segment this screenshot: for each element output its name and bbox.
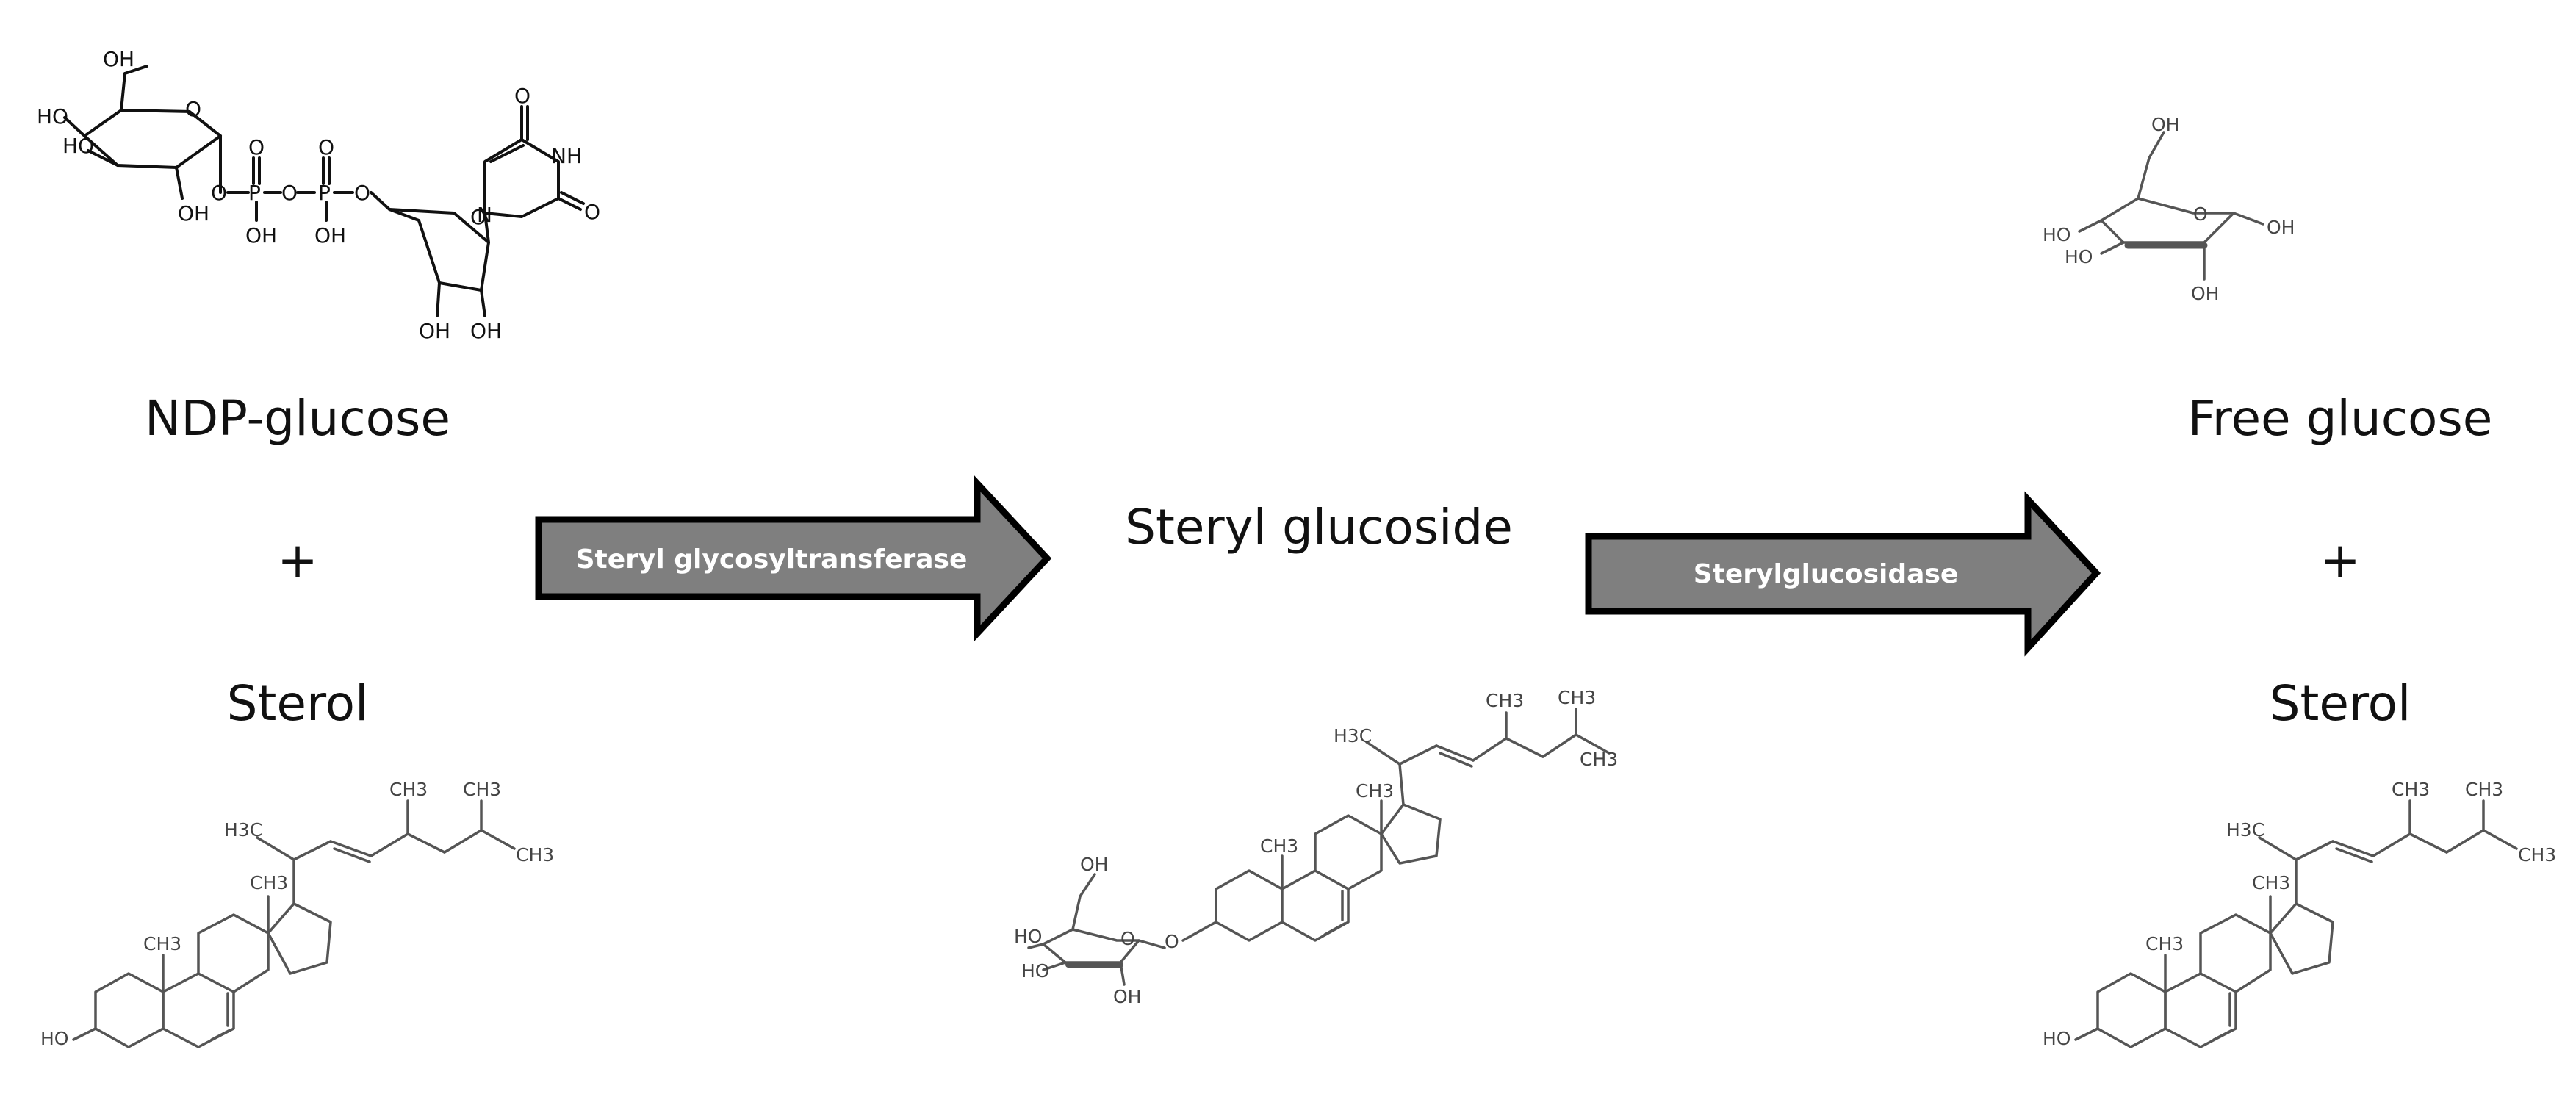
- atom-h3c-label: H3C: [1334, 725, 1372, 746]
- atom-ch3-label: CH3: [2145, 933, 2184, 954]
- atom-ch3-label: CH3: [463, 779, 501, 800]
- atom-oh-label: OH: [2267, 217, 2295, 238]
- atom-ch3-label: CH3: [389, 779, 428, 800]
- atom-o-label: O: [470, 205, 486, 229]
- atom-o-label: O: [1165, 931, 1179, 952]
- atom-o-label: O: [584, 200, 600, 224]
- atom-ch3-label: CH3: [516, 844, 554, 866]
- atom-ch3-label: CH3: [250, 872, 288, 893]
- atom-o-label: O: [318, 135, 334, 159]
- atom-ch3-label: CH3: [1356, 780, 1394, 802]
- atom-ho-label: HO: [2065, 246, 2093, 267]
- atom-oh-label: OH: [2191, 283, 2219, 304]
- atom-o-label: O: [2193, 204, 2208, 225]
- sterol-structure-right: HO CH3 CH3 H3C CH3 CH3 CH3: [2043, 779, 2556, 1049]
- plus-sign-right: +: [2320, 532, 2360, 589]
- atom-oh-label: OH: [1080, 854, 1108, 875]
- atom-ch3-label: CH3: [2392, 779, 2430, 800]
- arrow-sterylglucosidase: Sterylglucosidase: [1585, 491, 2101, 657]
- atom-ch3-label: CH3: [1558, 687, 1596, 708]
- atom-oh-label: OH: [470, 319, 502, 343]
- atom-h3c-label: H3C: [2226, 819, 2264, 841]
- atom-o-label: O: [211, 181, 227, 205]
- atom-ho-label: HO: [40, 1028, 68, 1049]
- arrow-steryl-glycosyltransferase: Steryl glycosyltransferase: [535, 475, 1052, 642]
- atom-o-label: O: [281, 181, 298, 205]
- arrow-shape: [1585, 491, 2101, 657]
- steryl-glucoside-structure: OH O O HO HO OH CH3 CH3 H3C CH3 CH3 CH3: [1014, 687, 1618, 1007]
- atom-oh-label: OH: [245, 223, 277, 248]
- atom-o-label: O: [354, 181, 370, 205]
- atom-n-label: N: [477, 203, 492, 227]
- atom-ho-label: HO: [62, 134, 94, 158]
- atom-oh-label: OH: [103, 47, 134, 71]
- sterol-label-right: Sterol: [2270, 675, 2411, 732]
- atom-p-label: P: [248, 181, 261, 205]
- atom-o-label: O: [514, 84, 530, 108]
- atom-ch3-label: CH3: [2252, 872, 2290, 893]
- enzyme-label-steryl-glycosyltransferase: Steryl glycosyltransferase: [576, 544, 968, 575]
- atom-ho-label: HO: [1014, 926, 1042, 947]
- free-glucose-structure: OH O OH HO HO OH: [2043, 114, 2295, 304]
- atom-oh-label: OH: [178, 201, 209, 226]
- atom-ch3-label: CH3: [1486, 690, 1524, 711]
- atom-ch3-label: CH3: [1260, 835, 1298, 857]
- atom-ch3-label: CH3: [143, 933, 181, 954]
- atom-o-label: O: [248, 135, 265, 159]
- atom-ch3-label: CH3: [1580, 749, 1618, 770]
- ndp-glucose-structure: OH HO HO OH O O P O OH O P O OH O O OH O…: [37, 47, 600, 343]
- atom-o-label: O: [185, 97, 201, 121]
- atom-oh-label: OH: [1113, 986, 1141, 1007]
- atom-h3c-label: H3C: [224, 819, 262, 841]
- enzyme-label-sterylglucosidase: Sterylglucosidase: [1694, 559, 1959, 589]
- steryl-glucoside-label: Steryl glucoside: [1125, 499, 1513, 555]
- atom-oh-label: OH: [314, 223, 346, 248]
- atom-ho-label: HO: [1021, 960, 1049, 982]
- atom-ho-label: HO: [2043, 1028, 2070, 1049]
- atom-o-label: O: [1120, 928, 1135, 949]
- ndp-glucose-label: NDP-glucose: [145, 390, 450, 447]
- atom-ho-label: HO: [37, 104, 68, 129]
- free-glucose-label: Free glucose: [2188, 390, 2493, 447]
- atom-ho-label: HO: [2043, 224, 2070, 245]
- sterol-structure-left: HO CH3 CH3 H3C CH3 CH3 CH3: [40, 779, 554, 1049]
- atom-oh-label: OH: [2151, 114, 2179, 135]
- plus-sign-left: +: [277, 532, 317, 589]
- atom-oh-label: OH: [419, 319, 450, 343]
- arrow-shape: [535, 475, 1052, 642]
- sterol-label-left: Sterol: [227, 675, 369, 732]
- atom-p-label: P: [318, 181, 331, 205]
- atom-ch3-label: CH3: [2465, 779, 2503, 800]
- atom-ch3-label: CH3: [2518, 844, 2556, 866]
- atom-nh-label: NH: [551, 144, 582, 168]
